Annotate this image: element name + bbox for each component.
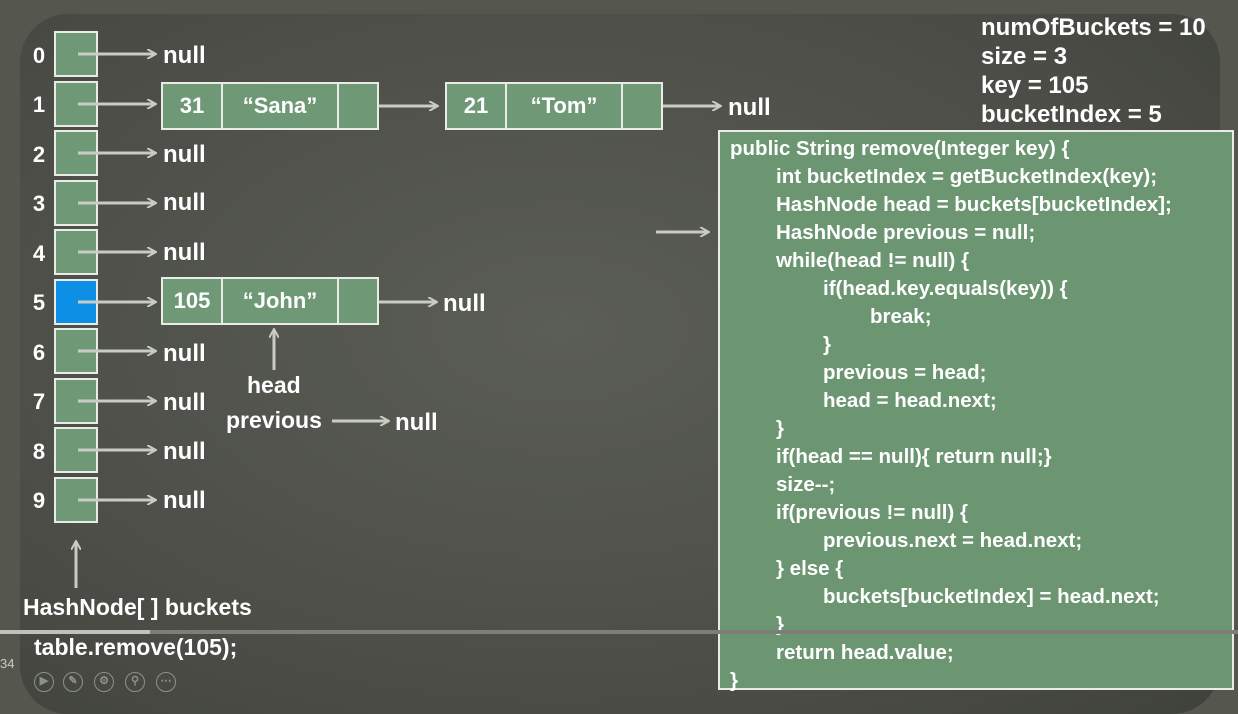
null-label-after-john: null bbox=[443, 290, 486, 317]
previous-label: previous bbox=[226, 407, 322, 433]
code-line-10: head = head.next; bbox=[823, 389, 997, 412]
code-line-8: } bbox=[823, 333, 831, 356]
node-sana: 31 “Sana” bbox=[161, 82, 379, 130]
node-john-key: 105 bbox=[163, 279, 223, 323]
code-line-2: int bucketIndex = getBucketIndex(key); bbox=[776, 165, 1158, 188]
var-bucket-index: bucketIndex = 5 bbox=[981, 101, 1162, 128]
null-label-bucket-9: null bbox=[163, 487, 206, 514]
bucket-index-1: 1 bbox=[32, 92, 46, 117]
play-icon[interactable]: ▶ bbox=[34, 672, 54, 692]
code-panel: public String remove(Integer key) { int … bbox=[718, 130, 1234, 692]
code-line-16: } else { bbox=[776, 557, 844, 580]
code-line-1: public String remove(Integer key) { bbox=[730, 137, 1070, 160]
head-label: head bbox=[247, 372, 301, 398]
video-progress-bar[interactable] bbox=[0, 630, 1238, 634]
zoom-icon[interactable]: ⚲ bbox=[125, 672, 145, 692]
settings-icon[interactable]: ⚙ bbox=[94, 672, 114, 692]
bucket-cell-3 bbox=[54, 180, 98, 226]
code-line-4: HashNode previous = null; bbox=[776, 221, 1036, 244]
video-progress-fill bbox=[0, 630, 150, 634]
bucket-index-2: 2 bbox=[32, 142, 46, 167]
more-icon[interactable]: ⋯ bbox=[156, 672, 176, 692]
node-tom: 21 “Tom” bbox=[445, 82, 663, 130]
null-label-bucket-0: null bbox=[163, 42, 206, 69]
bucket-index-4: 4 bbox=[32, 241, 46, 266]
code-line-14: if(previous != null) { bbox=[776, 501, 968, 524]
bucket-index-3: 3 bbox=[32, 191, 46, 216]
code-line-9: previous = head; bbox=[823, 361, 987, 384]
edit-icon[interactable]: ✎ bbox=[63, 672, 83, 692]
bucket-index-8: 8 bbox=[32, 439, 46, 464]
node-john: 105 “John” bbox=[161, 277, 379, 325]
code-line-18: } bbox=[776, 613, 784, 636]
bucket-index-7: 7 bbox=[32, 389, 46, 414]
node-john-value: “John” bbox=[223, 279, 339, 323]
video-time-fragment: 34 bbox=[0, 656, 15, 671]
node-sana-key: 31 bbox=[163, 84, 223, 128]
bucket-index-0: 0 bbox=[32, 43, 46, 68]
null-label-bucket-8: null bbox=[163, 438, 206, 465]
bucket-index-9: 9 bbox=[32, 488, 46, 513]
code-line-15: previous.next = head.next; bbox=[823, 529, 1083, 552]
node-john-next bbox=[339, 279, 377, 323]
null-label-bucket-6: null bbox=[163, 340, 206, 367]
bucket-index-6: 6 bbox=[32, 340, 46, 365]
node-tom-next bbox=[623, 84, 661, 128]
var-num-of-buckets: numOfBuckets = 10 bbox=[981, 14, 1206, 41]
code-line-11: } bbox=[776, 417, 784, 440]
bucket-index-5: 5 bbox=[32, 290, 46, 315]
code-line-19: return head.value; bbox=[776, 641, 954, 664]
node-tom-value: “Tom” bbox=[507, 84, 623, 128]
null-label-bucket-3: null bbox=[163, 189, 206, 216]
arrows-layer bbox=[0, 0, 1238, 588]
method-call: table.remove(105); bbox=[34, 634, 238, 660]
node-tom-key: 21 bbox=[447, 84, 507, 128]
node-sana-next bbox=[339, 84, 377, 128]
node-sana-value: “Sana” bbox=[223, 84, 339, 128]
code-line-5: while(head != null) { bbox=[776, 249, 970, 272]
code-line-3: HashNode head = buckets[bucketIndex]; bbox=[776, 193, 1172, 216]
null-label-bucket-7: null bbox=[163, 389, 206, 416]
player-controls: ▶ ✎ ⚙ ⚲ ⋯ bbox=[0, 670, 200, 695]
null-label-bucket-2: null bbox=[163, 141, 206, 168]
code-line-13: size--; bbox=[776, 473, 836, 496]
code-line-12: if(head == null){ return null;} bbox=[776, 445, 1052, 468]
null-label-bucket-4: null bbox=[163, 239, 206, 266]
var-size: size = 3 bbox=[981, 43, 1068, 70]
var-key: key = 105 bbox=[981, 72, 1089, 99]
null-label-previous: null bbox=[395, 409, 438, 436]
code-line-7: break; bbox=[870, 305, 932, 328]
code-line-20: } bbox=[730, 669, 738, 692]
code-line-6: if(head.key.equals(key)) { bbox=[823, 277, 1068, 300]
buckets-array-label: HashNode[ ] buckets bbox=[23, 594, 252, 620]
null-label-after-tom: null bbox=[728, 94, 771, 121]
code-line-17: buckets[bucketIndex] = head.next; bbox=[823, 585, 1160, 608]
